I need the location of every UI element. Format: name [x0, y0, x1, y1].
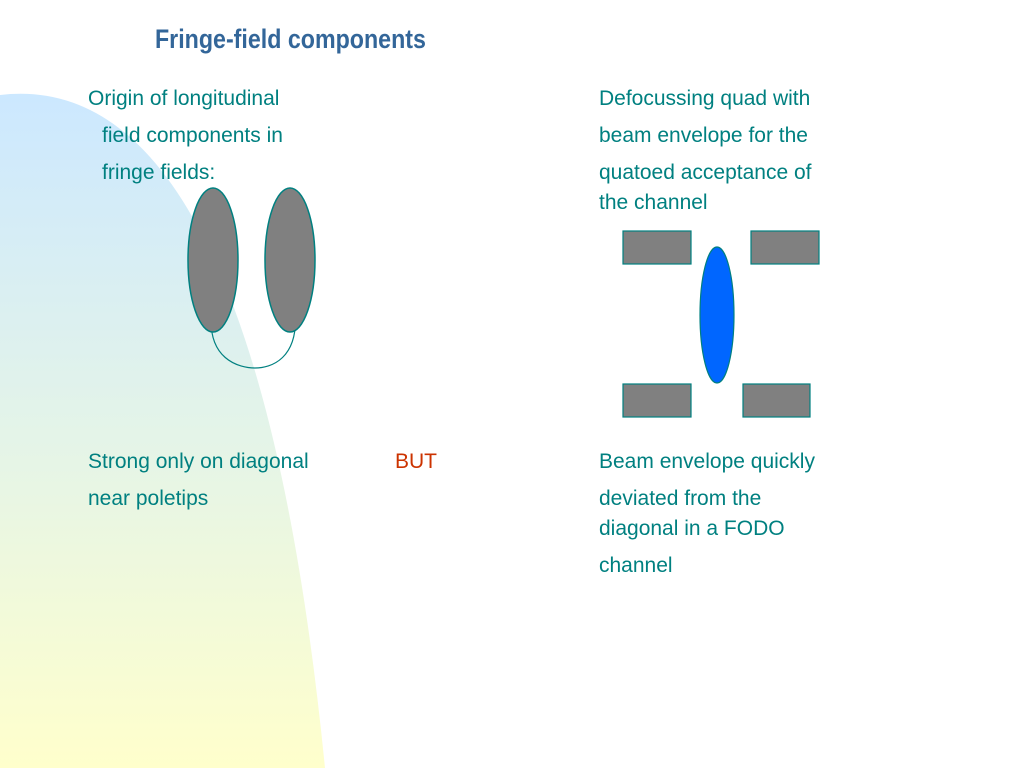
quad-pole-bottom-left	[622, 383, 692, 418]
right-heading-line-4: the channel	[599, 191, 708, 214]
right-bottom-line-3: diagonal in a FODO	[599, 517, 785, 540]
quad-pole-bottom-right	[742, 383, 811, 418]
pole-right	[264, 187, 316, 333]
fringe-field-line	[210, 307, 297, 369]
left-heading-line-1: Origin of longitudinal	[88, 87, 280, 110]
quad-pole-top-left	[622, 230, 692, 265]
defocussing-quad-diagram	[622, 230, 820, 418]
page-title: Fringe-field components	[155, 24, 426, 54]
left-bottom-line-1: Strong only on diagonal	[88, 450, 309, 473]
background-arc	[0, 93, 325, 768]
right-heading-line-2: beam envelope for the	[599, 124, 808, 147]
right-heading-line-1: Defocussing quad with	[599, 87, 811, 110]
quad-pole-top-right	[750, 230, 820, 265]
right-bottom-line-1: Beam envelope quickly	[599, 450, 815, 473]
fringe-field-diagram	[187, 187, 316, 369]
right-bottom-line-2: deviated from the	[599, 487, 762, 510]
right-heading-line-3: quatoed acceptance of	[599, 161, 812, 184]
beam-envelope	[699, 246, 735, 384]
left-heading-line-3: fringe fields:	[102, 161, 216, 184]
right-bottom-line-4: channel	[599, 554, 673, 577]
left-bottom-line-2: near poletips	[88, 487, 209, 510]
but-emphasis: BUT	[395, 450, 437, 473]
left-heading-line-2: field components in	[102, 124, 283, 147]
pole-left	[187, 187, 239, 333]
